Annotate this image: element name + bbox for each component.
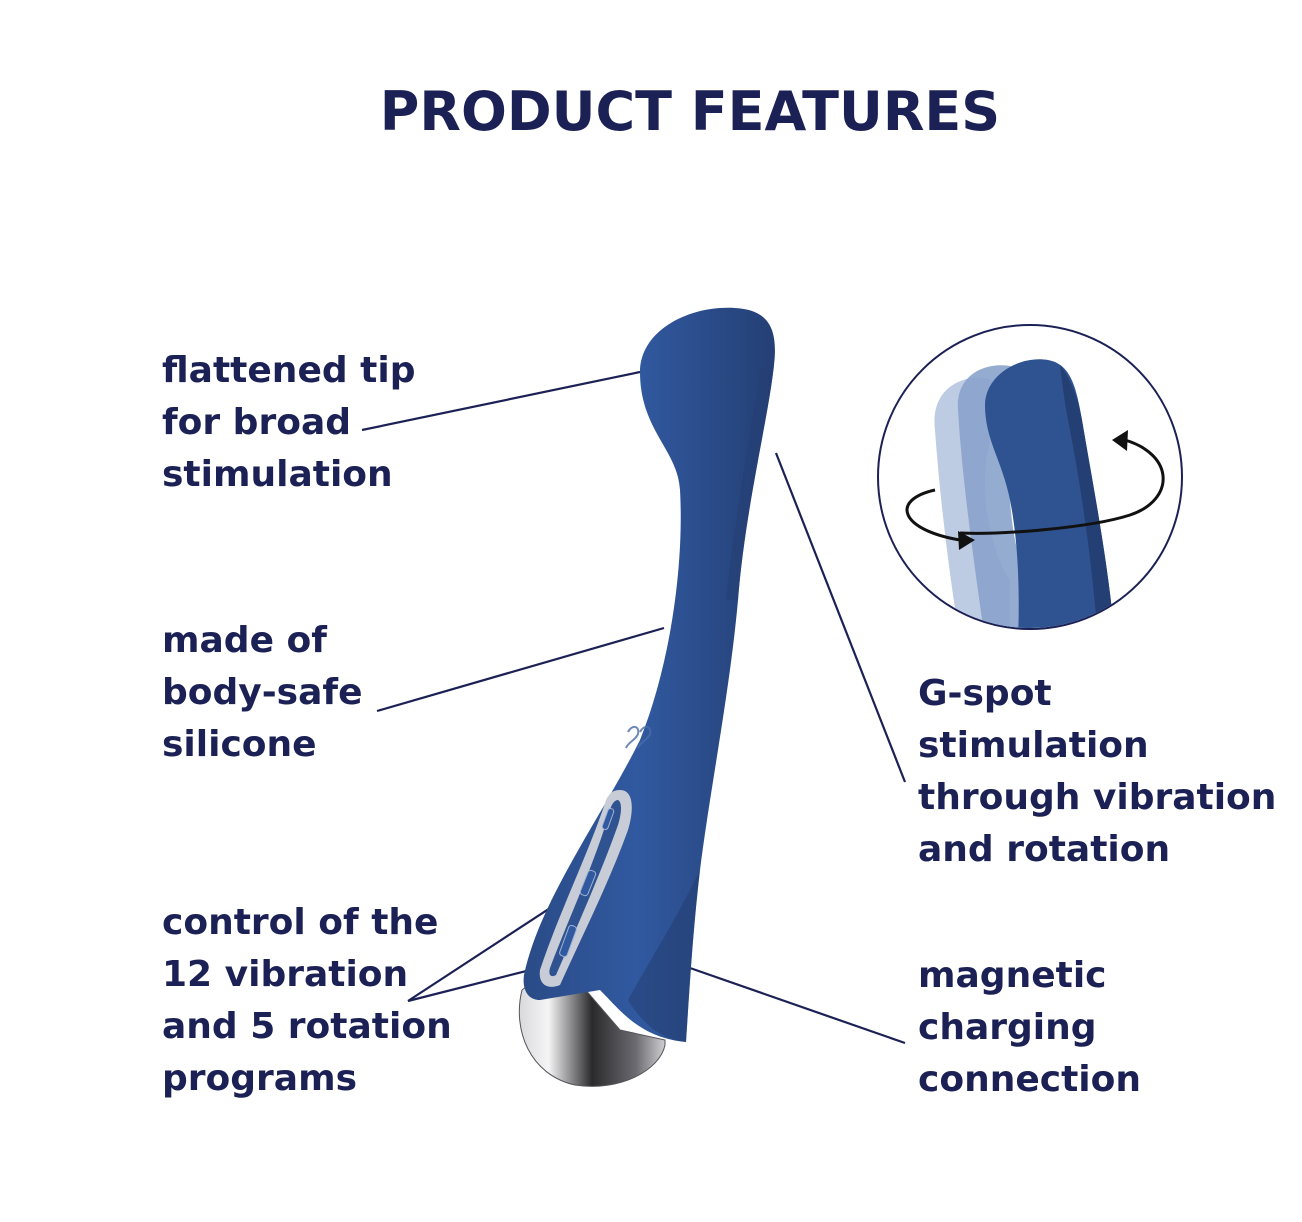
- feature-g-spot-stimulation: G-spot stimulation through vibration and…: [918, 668, 1276, 876]
- feature-text: charging: [918, 1007, 1097, 1048]
- feature-text: for broad: [162, 402, 351, 443]
- feature-text: magnetic: [918, 955, 1107, 996]
- mode-button: [601, 807, 615, 831]
- feature-text: connection: [918, 1059, 1141, 1100]
- feature-body-safe-silicone: made of body-safe silicone: [162, 615, 362, 771]
- rotation-arrows-icon: [905, 438, 1165, 542]
- feature-text: silicone: [162, 724, 317, 765]
- feature-text: G-spot: [918, 673, 1052, 714]
- feature-text: through vibration: [918, 777, 1277, 818]
- feature-flattened-tip: flattened tip for broad stimulation: [162, 345, 415, 501]
- leader-lines: [361, 370, 907, 1045]
- leader-line-gspot: [774, 452, 907, 783]
- feature-text: 12 vibration: [162, 954, 409, 995]
- feature-text: made of: [162, 620, 327, 661]
- feature-text: flattened tip: [162, 350, 416, 391]
- page-title: PRODUCT FEATURES: [379, 80, 1001, 143]
- leader-line-silicone: [376, 626, 665, 713]
- tip-shadow: [726, 365, 774, 600]
- feature-text: stimulation: [918, 725, 1149, 766]
- leader-line-charging: [689, 966, 906, 1045]
- feature-text: and rotation: [918, 829, 1171, 870]
- leader-line-tip: [361, 370, 641, 432]
- satisfyer-logo-icon: [625, 726, 652, 749]
- handle-shadow: [628, 870, 700, 1042]
- rotation-button: [559, 924, 577, 958]
- feature-text: control of the: [162, 902, 439, 943]
- feature-magnetic-charging: magnetic charging connection: [918, 950, 1141, 1106]
- feature-control-programs: control of the 12 vibration and 5 rotati…: [162, 897, 452, 1105]
- feature-text: programs: [162, 1058, 358, 1099]
- feature-text: stimulation: [162, 454, 393, 495]
- feature-text: and 5 rotation: [162, 1006, 452, 1047]
- feature-text: body-safe: [162, 672, 363, 713]
- detail-zoom: [934, 359, 1115, 628]
- vibration-button: [579, 869, 597, 897]
